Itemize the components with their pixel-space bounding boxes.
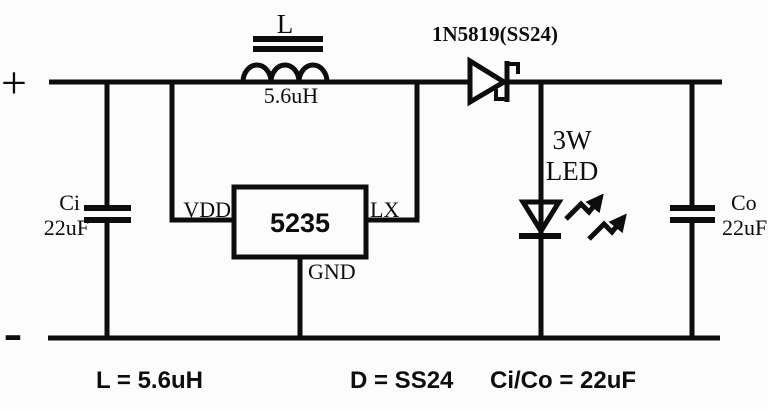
lx-wire — [366, 82, 420, 223]
schottky-diode-symbol — [467, 56, 520, 107]
caption-diode-value: D = SS24 — [350, 367, 454, 394]
led-type-label: LED — [546, 156, 598, 186]
inductor-designator-label: L — [277, 9, 294, 39]
negative-terminal-label: - — [4, 302, 23, 364]
led-symbol — [518, 199, 564, 239]
inductor-value-label: 5.6uH — [264, 83, 319, 108]
inductor-symbol — [240, 36, 330, 83]
chip-pin-gnd-label: GND — [308, 259, 356, 284]
output-capacitor-symbol — [670, 205, 715, 223]
diode-part-label: 1N5819(SS24) — [432, 22, 558, 46]
output-capacitor-designator-label: Co — [731, 190, 757, 215]
led-power-label: 3W — [553, 125, 593, 155]
caption-inductor-value: L = 5.6uH — [96, 367, 203, 394]
input-capacitor-symbol — [84, 205, 131, 223]
vdd-wire — [169, 82, 234, 223]
chip-pin-vdd-label: VDD — [183, 197, 231, 222]
light-emission-arrows-icon — [564, 193, 627, 241]
caption-capacitor-value: Ci/Co = 22uF — [490, 367, 636, 394]
chip-pin-lx-label: LX — [370, 197, 399, 222]
input-capacitor-designator-label: Ci — [59, 190, 80, 215]
input-capacitor-value-label: 22uF — [44, 215, 89, 240]
chip-part-number-label: 5235 — [270, 208, 330, 238]
positive-terminal-label: + — [1, 57, 27, 108]
regulator-chip-body — [231, 184, 369, 260]
output-capacitor-value-label: 22uF — [722, 215, 767, 240]
